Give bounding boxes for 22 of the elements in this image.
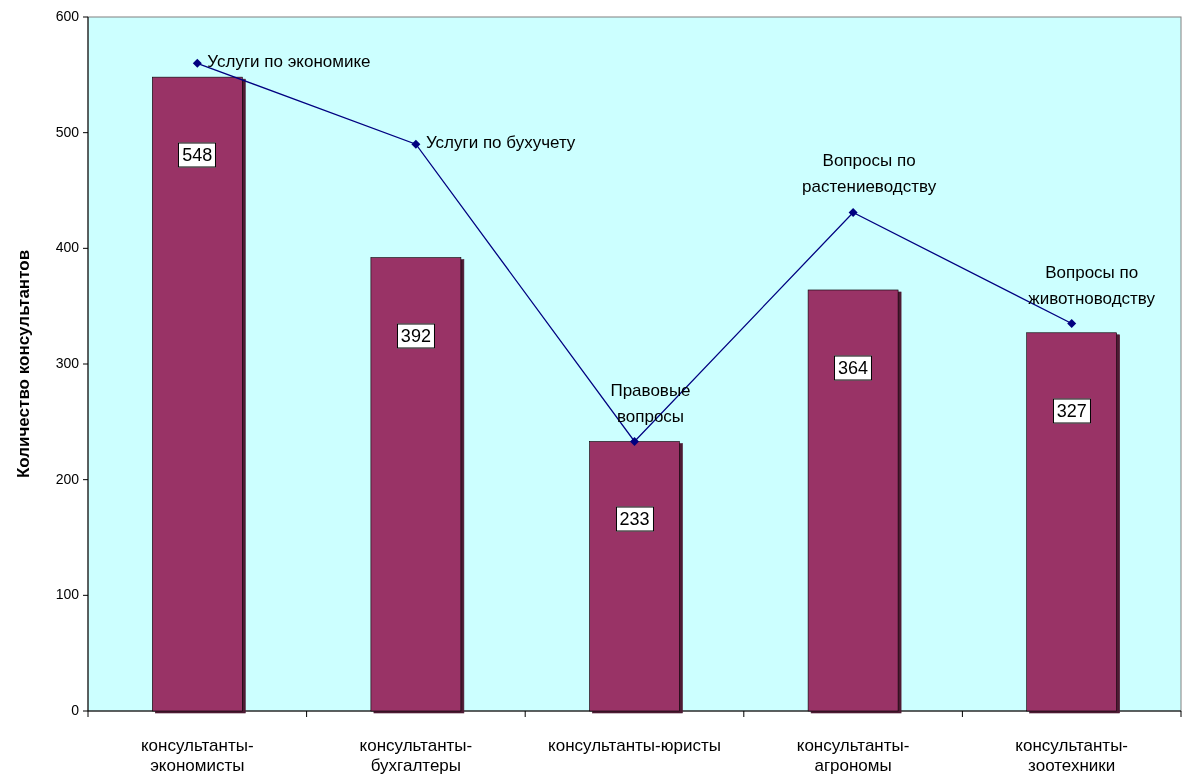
y-tick-label: 300 [55,355,79,371]
point-label: Вопросы по животноводству [1027,261,1157,310]
category-label: консультанты-зоотехники [1014,736,1129,776]
y-tick-label: 500 [55,123,79,140]
point-label: Услуги по бухучету [425,132,576,155]
data-label: 364 [834,355,873,381]
y-axis-title: Количество консультантов [14,249,34,479]
y-tick-label: 400 [55,239,79,256]
y-tick-label: 0 [71,702,79,718]
y-tick-label: 200 [55,470,79,487]
data-label: 327 [1052,398,1091,424]
category-label: консультанты-агрономы [795,736,911,776]
category-label: консультанты-экономисты [139,736,255,776]
category-label: консультанты-бухгалтеры [358,736,474,776]
data-label: 548 [178,142,217,168]
data-label: 392 [396,323,435,349]
y-tick-label: 600 [55,8,79,24]
category-label: консультанты-юристы [547,736,722,756]
data-label: 233 [615,507,654,532]
y-tick-label: 100 [55,586,79,603]
point-label: Вопросы по растениеводству [801,150,938,199]
point-label: Услуги по экономике [207,51,371,74]
